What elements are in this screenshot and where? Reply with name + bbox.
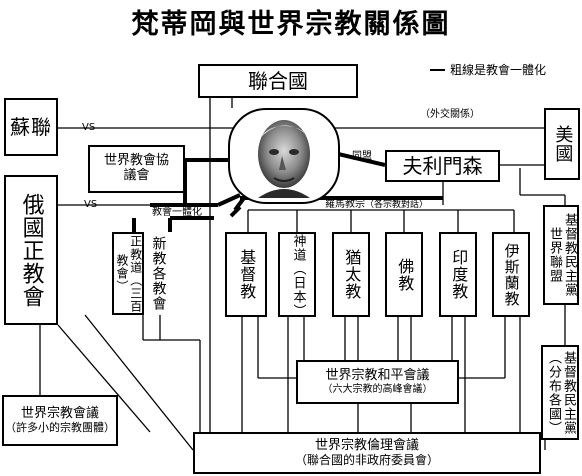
label-vs-top: VS <box>82 122 96 133</box>
node-new-religions-label: 新教各教會 <box>150 236 167 311</box>
label-foreign-relations: （外交關係） <box>420 109 480 120</box>
node-shinto-label: 神道（日本） <box>290 234 306 318</box>
node-ussr: 蘇聯 <box>4 98 58 156</box>
node-wcc-label: 世界教會協議會 <box>103 153 169 183</box>
node-freemason: 夫利門森 <box>385 150 500 182</box>
peace-conference-name: 世界宗教和平會議 <box>325 367 430 383</box>
node-un: 聯合國 <box>198 64 358 98</box>
node-orthodox-sects-label: 正教道（三百教會） <box>115 234 143 313</box>
node-orthodox-sects: 正教道（三百教會） <box>112 232 144 315</box>
node-cdu-label: 基督教民主黨世界聯盟 <box>547 213 577 297</box>
religions-small-name: 世界宗教會議 <box>20 405 99 421</box>
religions-small-note: （許多小的宗教團體） <box>5 420 115 434</box>
label-dialogue: （各宗教對話） <box>365 200 429 210</box>
ethics-conference-name: 世界宗教倫理會議 <box>314 437 419 453</box>
ethics-conference-note: （聯合國的非政府委員會） <box>294 452 439 467</box>
node-usa: 美國 <box>544 108 580 180</box>
node-buddhism-label: 佛教 <box>395 257 415 292</box>
node-christianity-label: 基督教 <box>237 249 257 300</box>
node-pope <box>228 108 340 204</box>
node-orthodox-label: 俄國正教會 <box>18 192 44 308</box>
line-orthodox-ethics <box>57 324 151 433</box>
node-cdp-label: 基督教民主黨（分布各國） <box>546 350 576 435</box>
node-world-ethics-conference: 世界宗教倫理會議 （聯合國的非政府委員會） <box>193 432 541 474</box>
peace-conference-note: （六大宗教的高峰會議） <box>322 383 433 395</box>
node-judaism: 猶太教 <box>332 232 370 317</box>
node-usa-label: 美國 <box>552 125 574 163</box>
node-hinduism: 印度教 <box>439 232 477 317</box>
node-ussr-label: 蘇聯 <box>10 114 52 139</box>
node-buddhism: 佛教 <box>385 232 423 317</box>
legend-text: 粗線是教會一體化 <box>450 63 547 77</box>
node-hinduism-label: 印度教 <box>449 249 469 300</box>
node-world-religions-small: 世界宗教會議 （許多小的宗教團體） <box>2 395 118 446</box>
page-title: 梵蒂岡與世界宗教關係圖 <box>131 9 451 40</box>
label-alliance: 同盟 <box>352 151 372 162</box>
node-shinto: 神道（日本） <box>278 232 316 318</box>
node-christian-democratic-union: 基督教民主黨世界聯盟 <box>543 205 579 305</box>
node-wcc: 世界教會協議會 <box>88 145 185 193</box>
node-world-peace-conference: 世界宗教和平會議 （六大宗教的高峰會議） <box>296 360 459 404</box>
pope-portrait-image <box>258 120 310 198</box>
node-christian-democratic-parties: 基督教民主黨（分布各國） <box>541 345 579 440</box>
node-judaism-label: 猶太教 <box>342 249 362 300</box>
node-christianity: 基督教 <box>225 232 267 317</box>
node-new-religions: 新教各教會 <box>147 232 170 315</box>
node-islam-label: 伊斯蘭教 <box>502 242 521 307</box>
label-roman-church: 羅馬教宗（各宗教對話） <box>325 200 428 210</box>
label-roman-church-text: 羅馬教宗 <box>325 199 365 210</box>
label-vs-bottom: VS <box>84 199 98 210</box>
label-church-integration: 教會一體化 <box>152 207 202 218</box>
node-islam: 伊斯蘭教 <box>492 232 530 317</box>
node-orthodox: 俄國正教會 <box>4 175 58 325</box>
